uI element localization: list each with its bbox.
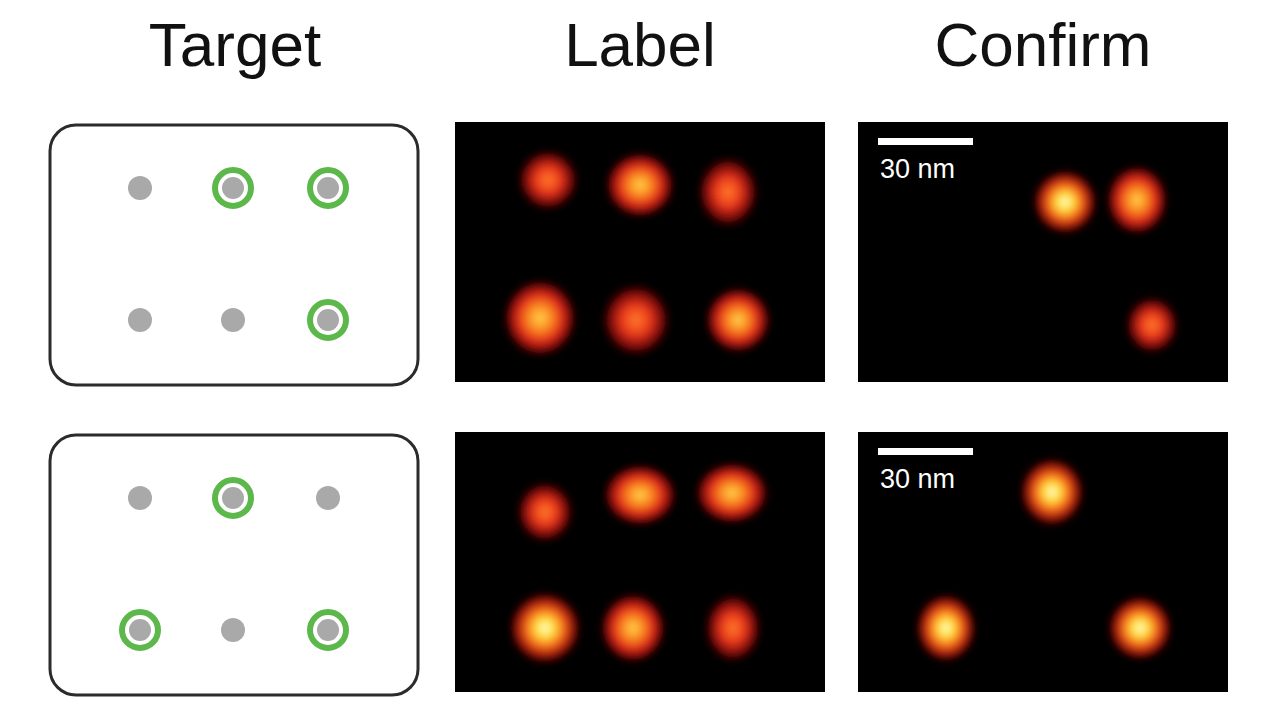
target-sites: [122, 480, 346, 648]
spot: [704, 286, 772, 354]
fluorescence-spots: [502, 148, 772, 358]
green-ring: [310, 612, 346, 648]
grey-dot: [317, 619, 339, 641]
grey-dot: [128, 176, 152, 200]
spot: [694, 461, 770, 525]
spot: [1018, 456, 1086, 528]
label-image: [455, 432, 825, 692]
grey-dot: [221, 308, 245, 332]
spot: [516, 148, 580, 212]
spot: [604, 151, 676, 219]
fluorescence-spots: [507, 461, 770, 666]
green-ring: [310, 302, 346, 338]
confirm-image: [858, 122, 1228, 382]
spot: [1106, 594, 1174, 662]
target-frame: [50, 125, 418, 385]
column-heading: Label: [564, 14, 716, 76]
grey-dot: [222, 177, 244, 199]
scale-label: 30 nm: [880, 466, 955, 493]
grey-dot: [221, 618, 245, 642]
label-image: [455, 122, 825, 382]
scale-bar: [878, 448, 973, 455]
grey-dot: [128, 486, 152, 510]
grey-dot: [316, 486, 340, 510]
spot: [602, 463, 678, 527]
grey-dot: [222, 487, 244, 509]
spot: [600, 282, 672, 358]
grey-dot: [317, 177, 339, 199]
spot: [1105, 164, 1169, 236]
scale-bar: [878, 138, 973, 145]
green-ring: [215, 480, 251, 516]
scale-label: 30 nm: [880, 156, 955, 183]
spot: [502, 278, 578, 358]
spot: [507, 590, 583, 666]
spot: [696, 155, 760, 229]
spot: [515, 480, 575, 544]
column-heading: Confirm: [934, 14, 1151, 76]
target-sites: [128, 170, 346, 338]
spot: [599, 592, 667, 664]
grey-dot: [317, 309, 339, 331]
target-frame: [50, 435, 418, 695]
confirm-image: [858, 432, 1228, 692]
fluorescence-spots: [1031, 164, 1180, 355]
grey-dot: [129, 619, 151, 641]
green-ring: [310, 170, 346, 206]
spot: [703, 592, 763, 664]
grey-dot: [128, 308, 152, 332]
spot: [1031, 168, 1099, 236]
green-ring: [215, 170, 251, 206]
spot: [1124, 295, 1180, 355]
green-ring: [122, 612, 158, 648]
spot: [914, 592, 978, 664]
column-heading: Target: [149, 14, 321, 76]
